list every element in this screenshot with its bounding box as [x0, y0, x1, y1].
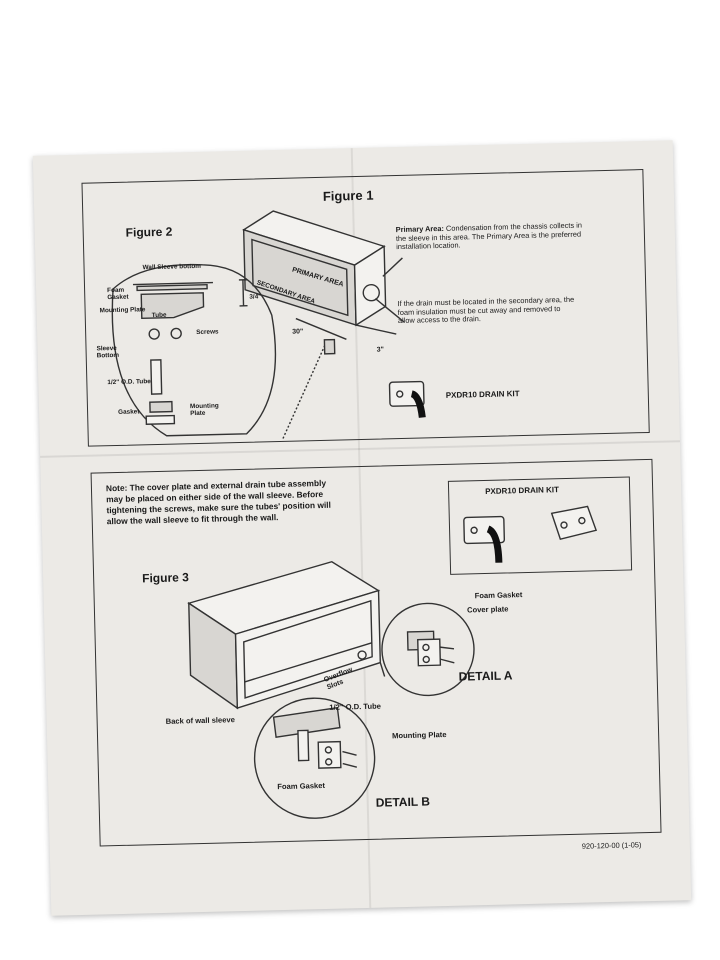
gasket-label: Gasket [118, 408, 140, 416]
tube-label: Tube [151, 311, 167, 320]
drain-kit-drawing [388, 380, 426, 418]
dimension-3: 3" [376, 346, 384, 354]
screws-label: Screws [196, 328, 219, 336]
detail-a-foam-gasket-label: Foam Gasket [474, 590, 523, 601]
mounting-plate-label: Mounting Plate [99, 306, 146, 315]
detail-b-title: DETAIL B [375, 794, 431, 810]
figure2-title: Figure 2 [125, 224, 173, 240]
figure3-sleeve-drawing [187, 560, 386, 710]
detail-a-title: DETAIL A [458, 668, 513, 684]
wall-sleeve-bottom-label: Wall Sleeve bottom [142, 262, 202, 272]
drain-kit-box: PXDR10 DRAIN KIT [447, 476, 633, 575]
foam-gasket-label: Foam Gasket [107, 286, 129, 302]
figure1-title: Figure 1 [322, 187, 374, 204]
detail-b-od-tube-label: 1/2" O.D. Tube [329, 701, 382, 712]
detail-b-foam-gasket-label: Foam Gasket [277, 780, 326, 792]
drain-kit-label: PXDR10 DRAIN KIT [445, 389, 520, 400]
mounting-plate-label-2: Mounting Plate [189, 402, 219, 418]
dimension-3-4: 3/4" [249, 293, 262, 301]
top-panel: Figure 1 Figure 2 Primary Area: Condensa… [81, 169, 650, 447]
back-of-wall-sleeve-label: Back of wall sleeve [165, 715, 235, 726]
installation-note: Note: The cover plate and external drain… [105, 477, 331, 527]
figure2-detail-drawing [111, 263, 277, 437]
detail-b-drawing [253, 697, 376, 819]
dimension-30: 30" [292, 328, 304, 336]
part-number: 920-120-00 (1-05) [581, 840, 642, 851]
detail-b-mounting-plate-label: Mounting Plate [391, 729, 447, 741]
detail-a-drawing [381, 602, 475, 697]
figure1-sleeve-drawing [242, 210, 405, 440]
detail-a-cover-plate-label: Cover plate [466, 604, 509, 615]
drain-kit-parts-drawing [463, 505, 598, 563]
bottom-panel: Note: The cover plate and external drain… [90, 458, 662, 847]
sleeve-bottom-label: Sleeve Bottom [96, 344, 120, 360]
od-tube-label: 1/2" O.D. Tube [107, 378, 151, 387]
instruction-sheet: Figure 1 Figure 2 Primary Area: Condensa… [32, 140, 692, 916]
drain-kit-box-label: PXDR10 DRAIN KIT [485, 485, 560, 496]
